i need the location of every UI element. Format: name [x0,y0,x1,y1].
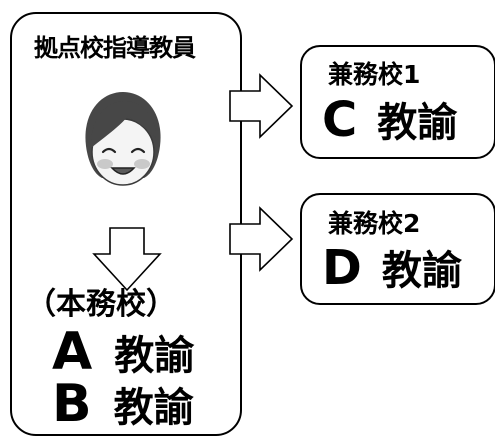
teacher-role: 教諭 [377,100,458,146]
teacher-role: 教諭 [113,385,194,431]
teacher-role: 教諭 [381,248,462,294]
teacher-letter: D [322,240,362,296]
base-school-instructor-box [10,12,242,436]
arrow-down-icon [92,227,162,292]
arrow-right-icon [229,73,294,139]
concurrent-school-2-title: 兼務校2 [328,209,421,238]
teacher-letter: B [52,374,92,434]
teacher-role: 教諭 [114,333,195,379]
teacher-letter: C [322,92,358,148]
concurrent-school-1-title: 兼務校1 [328,60,421,89]
instructor-title: 拠点校指導教員 [34,34,196,62]
home-school-label: （本務校） [26,287,176,322]
arrow-right-icon [229,206,294,272]
teacher-letter: A [52,322,93,382]
teacher-face-icon [85,92,161,186]
concurrent-school-2-box [300,193,495,305]
